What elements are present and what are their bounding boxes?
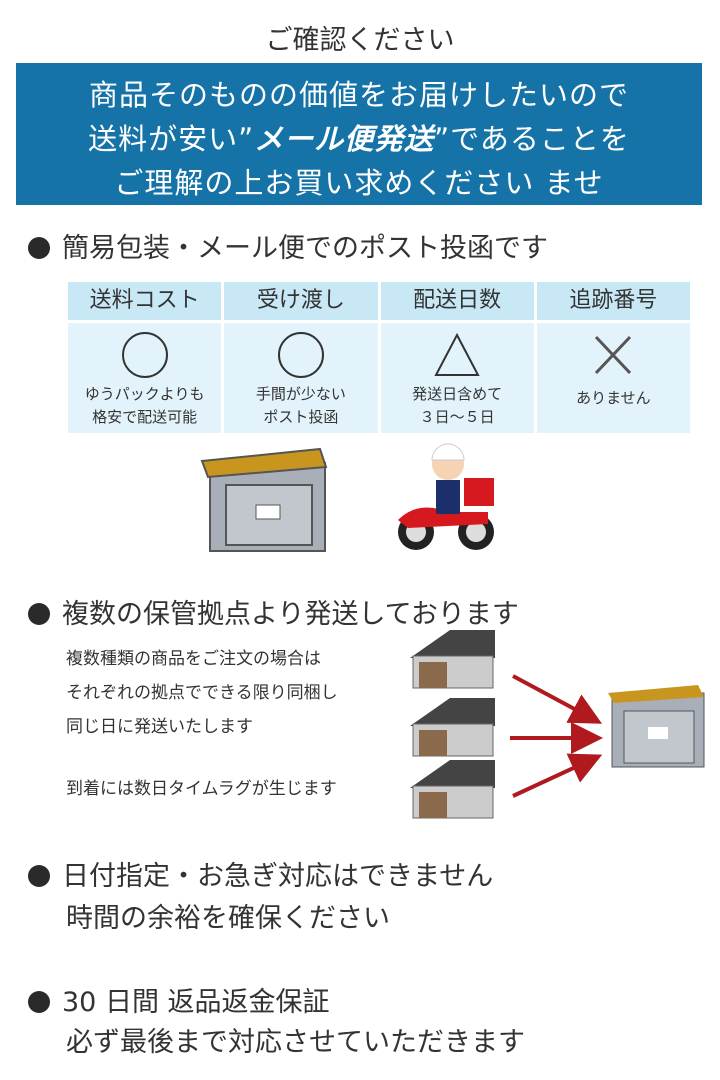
table-cell: ゆうパックよりも格安で配送可能 — [68, 323, 222, 433]
section-subtext: 必ず最後まで対応させていただきます — [66, 1027, 525, 1058]
heading-text: 30 日間 返品返金保証 — [62, 987, 330, 1018]
notice-banner: 商品そのものの価値をお届けしたいので 送料が安い”メール便発送”であることを ご… — [16, 63, 702, 205]
cross-icon — [595, 335, 632, 375]
table-cell: 発送日含めて ３日〜５日 — [380, 323, 534, 433]
warehouse-icon — [410, 760, 495, 819]
section-heading-4: 30 日間 返品返金保証 — [28, 980, 330, 1019]
warehouse-icon — [410, 630, 495, 689]
cell-text: 発送日含めて — [412, 385, 503, 403]
mailbox-illustration — [200, 447, 328, 552]
bullet-icon — [28, 991, 50, 1013]
table-header: 受け渡し — [224, 282, 378, 320]
section-heading-2: 複数の保管拠点より発送しております — [28, 592, 519, 631]
table-header: 送料コスト — [68, 282, 222, 320]
bullet-icon — [28, 603, 50, 625]
triangle-icon — [434, 332, 480, 376]
section-heading-3: 日付指定・お急ぎ対応はできません — [28, 854, 493, 893]
banner-line3: ご理解の上お買い求めください ませ — [114, 166, 604, 200]
banner-line1: 商品そのものの価値をお届けしたいので — [88, 78, 629, 112]
note-line: 同じ日に発送いたします — [66, 717, 253, 737]
section-subtext: 時間の余裕を確保ください — [66, 903, 390, 934]
cell-text: ゆうパックよりも — [84, 385, 205, 403]
cell-text: ポスト投函 — [263, 408, 339, 426]
bullet-icon — [28, 237, 50, 259]
mailbox-icon — [608, 685, 705, 768]
page-title: ご確認ください — [265, 25, 455, 56]
arrow-icon — [512, 674, 603, 724]
note-line: 複数種類の商品をご注文の場合は — [66, 649, 321, 669]
heading-text: 簡易包装・メール便でのポスト投函です — [62, 233, 548, 264]
heading-text: 複数の保管拠点より発送しております — [62, 599, 519, 630]
cell-text: 格安で配送可能 — [92, 408, 198, 426]
bullet-icon — [28, 865, 50, 887]
table-header: 追跡番号 — [536, 282, 690, 320]
delivery-scooter-illustration — [398, 443, 494, 550]
circle-icon — [277, 332, 324, 378]
banner-text: 送料が安い” — [88, 122, 255, 156]
cell-text: ３日〜５日 — [419, 408, 495, 426]
circle-icon — [121, 332, 168, 378]
heading-text: 日付指定・お急ぎ対応はできません — [62, 861, 494, 892]
table-header: 配送日数 — [380, 282, 534, 320]
banner-emphasis: メール便発送 — [254, 122, 435, 156]
banner-text: ”であることを — [434, 122, 630, 156]
shipping-comparison-table: 送料コスト 受け渡し 配送日数 追跡番号 ゆうパックよりも格安で配送可能 手間が… — [68, 282, 690, 433]
cell-text: ありません — [576, 389, 651, 407]
section-heading-1: 簡易包装・メール便でのポスト投函です — [28, 226, 548, 265]
table-cell: 手間が少ないポスト投函 — [224, 323, 378, 433]
warehouse-icon — [410, 698, 495, 757]
cell-text: 手間が少ない — [255, 385, 346, 403]
note-line: それぞれの拠点でできる限り同梱し — [66, 683, 338, 703]
arrow-icon — [512, 753, 603, 798]
table-cell: ありません — [536, 323, 690, 433]
note-line: 到着には数日タイムラグが生じます — [66, 779, 337, 799]
warehouse-diagram — [410, 630, 705, 819]
banner-line2: 送料が安い”メール便発送”であることを — [16, 117, 702, 161]
warehouse-note: 複数種類の商品をご注文の場合は それぞれの拠点でできる限り同梱し 同じ日に発送い… — [66, 642, 338, 744]
